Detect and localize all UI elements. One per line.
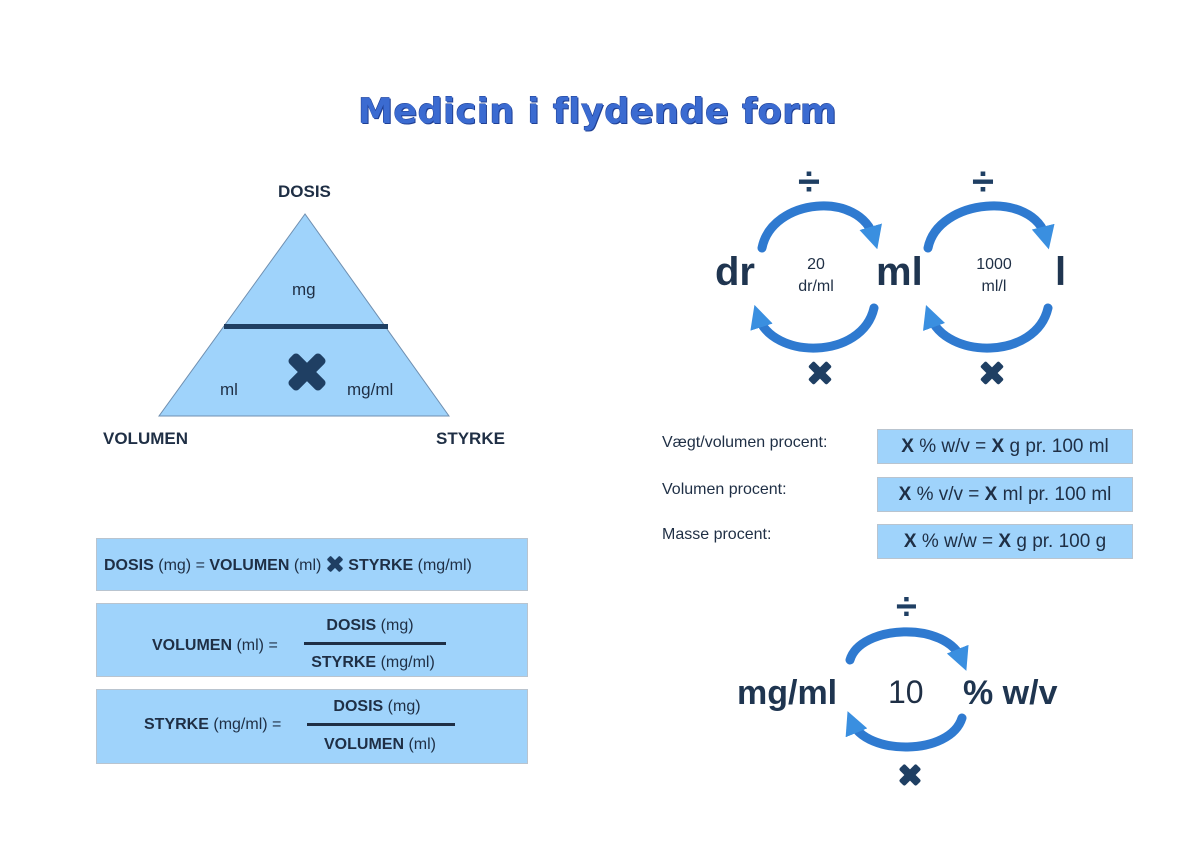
formula-dosis: DOSIS (mg) = VOLUMEN (ml) STYRKE (mg/ml) <box>96 538 528 591</box>
formula-left-term: STYRKE <box>144 716 209 733</box>
factor-10: 10 <box>888 674 924 710</box>
formula-styrke-term: STYRKE <box>348 557 414 574</box>
divide-icon: ÷ <box>972 160 994 204</box>
formula-dosis-term: DOSIS <box>104 557 154 574</box>
factor-ml-l: 1000 ml/l <box>958 254 1030 298</box>
percent-expr: % w/v = <box>919 436 987 457</box>
factor-dr-ml: 20 dr/ml <box>780 254 852 298</box>
factor-value: 1000 <box>976 256 1012 273</box>
percent-box-wv: X % w/v = X g pr. 100 ml <box>877 429 1133 464</box>
percent-expr-result: ml pr. 100 ml <box>1002 484 1112 505</box>
formula-numerator-term: DOSIS <box>333 698 384 715</box>
formula-dosis-unit: (mg) = <box>158 557 205 574</box>
multiply-icon <box>980 361 1004 385</box>
percent-label-wv: Vægt/volumen procent: <box>662 434 828 451</box>
formula-denominator-unit: (ml) <box>408 736 436 753</box>
arrow-divide-ml-l <box>923 201 1055 253</box>
percent-expr: % v/v = <box>916 484 980 505</box>
arrow-multiply-l-ml <box>923 303 1053 353</box>
factor-unit: ml/l <box>981 278 1007 295</box>
unit-percent-wv: % w/v <box>963 674 1058 712</box>
percent-expr-result: g pr. 100 ml <box>1009 436 1109 457</box>
triangle-unit-mg: mg <box>292 280 316 299</box>
formula-volumen-unit: (ml) <box>293 557 322 574</box>
divide-icon: ÷ <box>896 586 917 628</box>
unit-l: l <box>1055 250 1067 294</box>
var-x: X <box>901 436 914 457</box>
triangle-top-label: DOSIS <box>278 182 331 201</box>
multiply-icon <box>899 764 921 786</box>
var-x: X <box>998 531 1012 552</box>
divide-icon: ÷ <box>798 160 820 204</box>
arrow-multiply-ml-dr <box>750 303 879 353</box>
fraction-line <box>304 642 446 645</box>
arrow-divide-mgml-pct <box>845 627 969 671</box>
triangle-right-label: STYRKE <box>436 429 505 448</box>
triangle-divider <box>224 324 388 329</box>
factor-value: 20 <box>807 256 825 273</box>
unit-ml: ml <box>876 250 923 294</box>
formula-volumen-term: VOLUMEN <box>209 557 290 574</box>
formula-left-term: VOLUMEN <box>152 637 232 654</box>
var-x: X <box>898 484 912 505</box>
triangle-shape <box>158 213 450 417</box>
formula-volumen: VOLUMEN (ml) = DOSIS (mg) STYRKE (mg/ml) <box>96 603 528 677</box>
formula-denominator-term: VOLUMEN <box>324 736 404 753</box>
var-x: X <box>903 531 917 552</box>
percent-label-vv: Volumen procent: <box>662 481 787 498</box>
triangle-unit-ml: ml <box>220 380 238 399</box>
arrow-multiply-pct-mgml <box>845 711 967 752</box>
dose-triangle <box>158 213 450 417</box>
formula-denominator-unit: (mg/ml) <box>380 654 435 671</box>
formula-numerator-unit: (mg) <box>387 698 421 715</box>
formula-numerator-unit: (mg) <box>380 617 414 634</box>
formula-styrke: STYRKE (mg/ml) = DOSIS (mg) VOLUMEN (ml) <box>96 689 528 764</box>
formula-left-unit: (mg/ml) = <box>213 716 282 733</box>
percent-expr-result: g pr. 100 g <box>1016 531 1107 552</box>
percent-expr: % w/w = <box>921 531 994 552</box>
formula-styrke-unit: (mg/ml) <box>417 557 472 574</box>
fraction-line <box>307 723 455 726</box>
unit-dr: dr <box>715 250 755 294</box>
var-x: X <box>991 436 1005 457</box>
formula-numerator-term: DOSIS <box>326 617 377 634</box>
factor-unit: dr/ml <box>798 278 834 295</box>
multiply-icon <box>808 361 832 385</box>
percent-label-ww: Masse procent: <box>662 526 772 543</box>
triangle-unit-mgml: mg/ml <box>347 380 394 399</box>
formula-left-unit: (ml) = <box>236 637 278 654</box>
page-title: Medicin i flydende form <box>358 92 837 132</box>
triangle-left-label: VOLUMEN <box>103 429 188 448</box>
formula-denominator-term: STYRKE <box>311 654 377 671</box>
multiply-icon <box>288 353 326 391</box>
percent-box-vv: X % v/v = X ml pr. 100 ml <box>877 477 1133 512</box>
arrow-divide-dr-ml <box>757 201 882 253</box>
multiply-icon <box>327 556 343 572</box>
unit-mgml: mg/ml <box>737 674 838 712</box>
percent-box-ww: X % w/w = X g pr. 100 g <box>877 524 1133 559</box>
var-x: X <box>984 484 998 505</box>
